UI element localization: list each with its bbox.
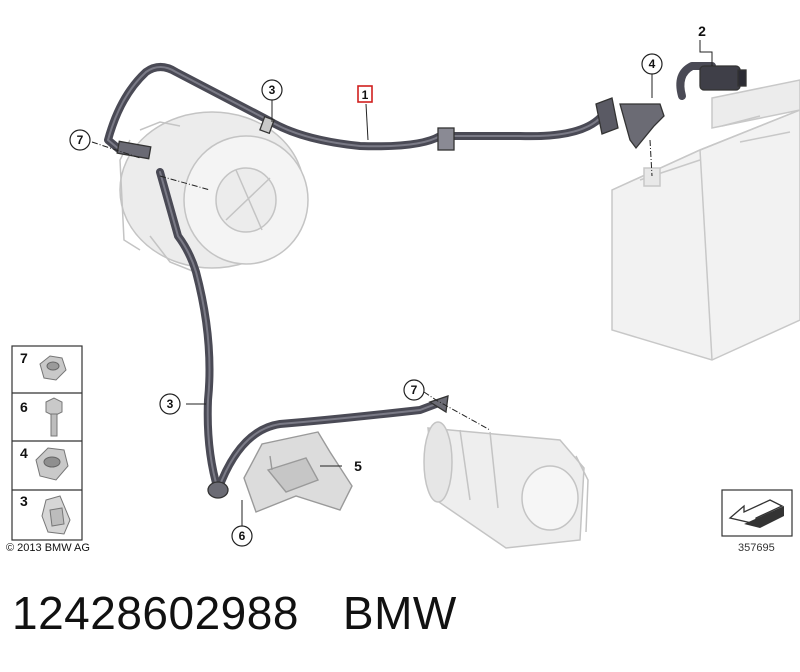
cable-fittings	[116, 65, 747, 499]
leader-lines	[91, 40, 713, 526]
svg-text:3: 3	[269, 83, 276, 97]
svg-text:5: 5	[354, 458, 362, 474]
legend-item-3: 3	[20, 493, 71, 535]
brand-name: BMW	[342, 587, 457, 639]
svg-text:7: 7	[20, 350, 28, 366]
hex-flange-nut-icon	[39, 355, 67, 381]
callout-3-top: 3	[261, 79, 283, 101]
svg-text:7: 7	[411, 383, 418, 397]
callout-7-top: 7	[69, 129, 91, 151]
callout-5: 5	[354, 458, 362, 474]
hex-nut-icon	[35, 447, 69, 481]
svg-text:7: 7	[77, 133, 84, 147]
parts-diagram: 3 1 4 2 7 3 7 5 6 7	[11, 23, 800, 549]
hardware-legend: 7 6 4 3	[11, 345, 83, 541]
part-number: 12428602988	[12, 587, 299, 639]
cable-holder-illustration	[243, 431, 353, 513]
svg-text:2: 2	[698, 23, 706, 39]
starter-illustration	[423, 421, 589, 549]
svg-text:4: 4	[20, 445, 28, 461]
svg-text:6: 6	[20, 399, 28, 415]
reference-arrow-box	[721, 489, 793, 537]
cable-clip-icon	[41, 495, 71, 535]
callout-4: 4	[641, 53, 663, 75]
arrow-icon	[728, 499, 784, 528]
hex-bolt-icon	[45, 397, 63, 437]
battery-illustration	[611, 79, 800, 361]
drawing-number: 357695	[738, 542, 775, 554]
svg-text:3: 3	[20, 493, 28, 509]
svg-text:6: 6	[239, 529, 246, 543]
cable-inner-line	[106, 66, 601, 491]
svg-text:4: 4	[649, 57, 656, 71]
callout-1-highlight: 1	[357, 85, 373, 103]
legend-item-4: 4	[20, 445, 69, 481]
svg-text:3: 3	[167, 397, 174, 411]
copyright-notice: © 2013 BMW AG	[6, 542, 90, 554]
svg-text:1: 1	[362, 88, 369, 102]
callout-7-bottom: 7	[403, 379, 425, 401]
callout-6: 6	[231, 525, 253, 547]
legend-item-6: 6	[20, 397, 63, 437]
callout-3-bottom: 3	[159, 393, 181, 415]
legend-item-7: 7	[20, 350, 67, 381]
callout-2: 2	[698, 23, 706, 39]
alternator-illustration	[119, 111, 309, 275]
part-footer: 12428602988 BMW	[12, 586, 457, 640]
